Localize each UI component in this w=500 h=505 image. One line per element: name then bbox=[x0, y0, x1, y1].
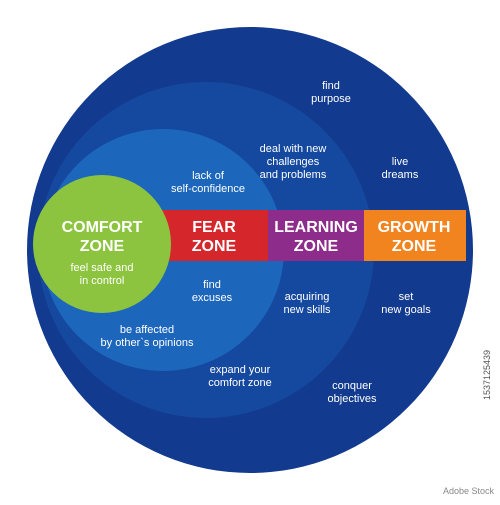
growth-zone-title: GROWTH ZONE bbox=[377, 219, 451, 255]
label-conquer-objectives: conquer objectives bbox=[327, 380, 377, 405]
growth-zone-band bbox=[364, 210, 466, 261]
image-id-watermark: 1537125439 bbox=[482, 349, 492, 400]
label-find-excuses: find excuses bbox=[191, 279, 233, 304]
label-find-purpose: find purpose bbox=[311, 80, 351, 105]
label-expand-comfort-zone: expand your comfort zone bbox=[208, 364, 272, 389]
label-set-new-goals: set new goals bbox=[381, 291, 431, 316]
label-acquiring-skills: acquiring new skills bbox=[283, 291, 331, 316]
label-affected-by-opinions: be affected by other`s opinions bbox=[100, 324, 194, 349]
brand-watermark: Adobe Stock bbox=[442, 486, 494, 496]
comfort-zone-subtitle: feel safe and in control bbox=[70, 262, 134, 287]
learning-zone-band bbox=[268, 210, 364, 261]
label-lack-of-confidence: lack of self-confidence bbox=[171, 170, 245, 195]
fear-zone-title: FEAR ZONE bbox=[191, 219, 237, 255]
comfort-zone-circle bbox=[33, 175, 171, 313]
label-live-dreams: live dreams bbox=[381, 156, 419, 181]
comfort-zone-title: COMFORT ZONE bbox=[61, 219, 143, 255]
learning-zone-title: LEARNING ZONE bbox=[274, 219, 358, 255]
fear-zone-band bbox=[158, 210, 268, 261]
label-deal-with-challenges: deal with new challenges and problems bbox=[259, 143, 327, 181]
